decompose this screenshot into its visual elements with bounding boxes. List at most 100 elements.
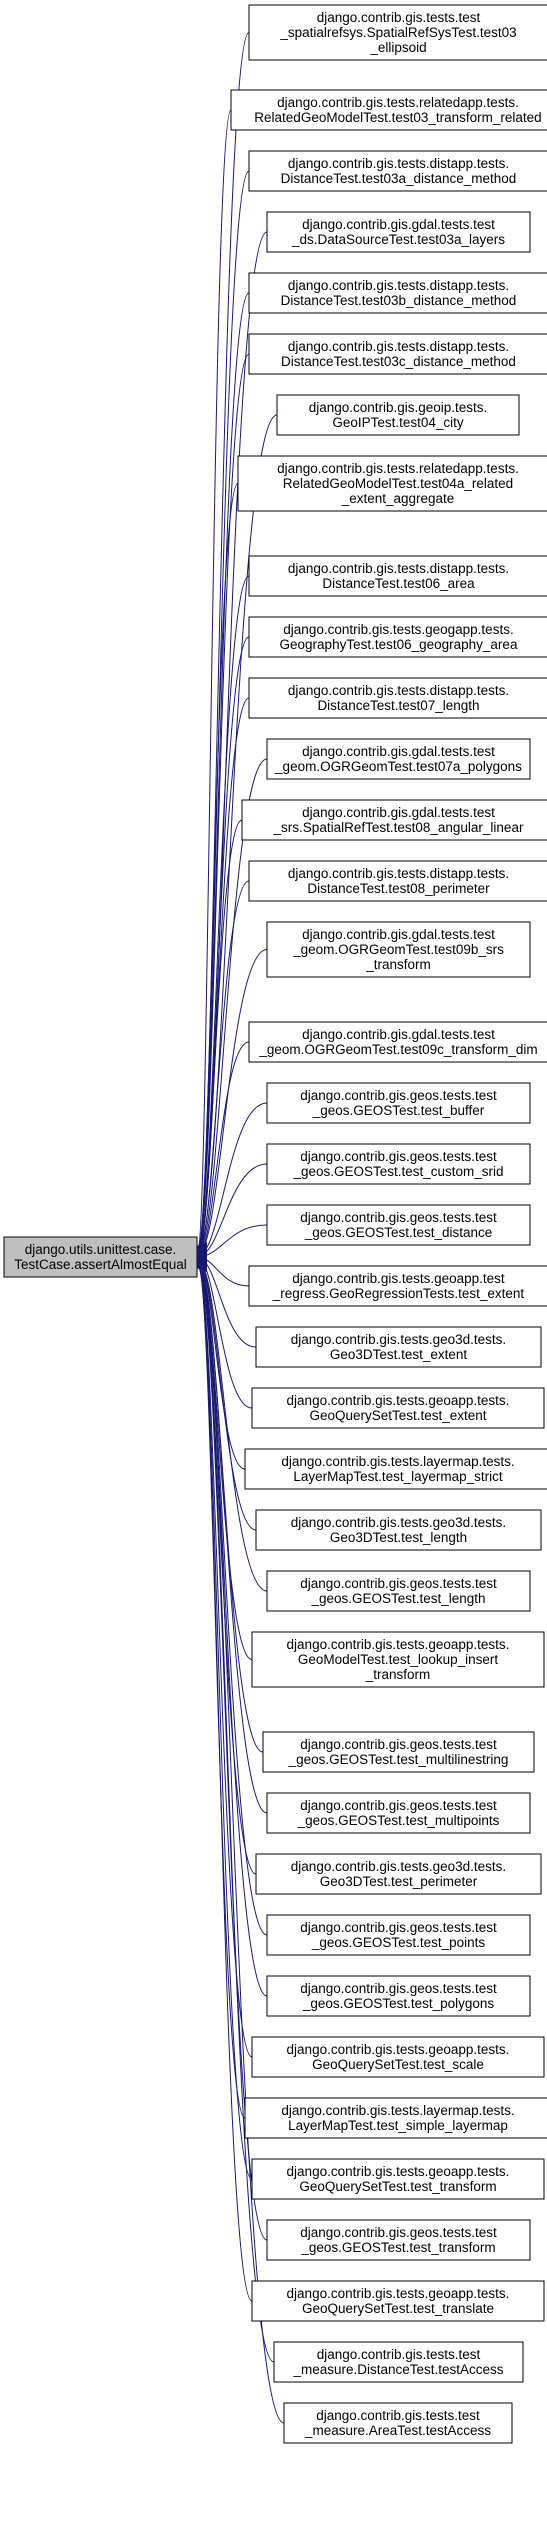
- caller-node[interactable]: django.contrib.gis.tests.test_measure.Di…: [273, 2341, 524, 2383]
- caller-node[interactable]: django.contrib.gis.tests.test_measure.Ar…: [283, 2402, 513, 2444]
- caller-node-label-line: django.contrib.gis.gdal.tests.test: [302, 744, 495, 759]
- caller-node-label-line: django.contrib.gis.gdal.tests.test: [302, 805, 495, 820]
- caller-node[interactable]: django.contrib.gis.tests.geoapp.tests.Ge…: [251, 2158, 545, 2200]
- caller-node-box: [251, 1631, 545, 1688]
- caller-node-label-line: _extent_aggregate: [341, 491, 455, 506]
- caller-node[interactable]: django.contrib.gis.tests.distapp.tests.D…: [248, 555, 547, 597]
- caller-node-label-line: django.contrib.gis.geos.tests.test: [300, 1798, 497, 1813]
- call-edge: [197, 1224, 268, 1261]
- caller-node[interactable]: django.contrib.gis.gdal.tests.test_geom.…: [266, 738, 531, 780]
- caller-node[interactable]: django.contrib.gis.geos.tests.test_geos.…: [266, 1570, 531, 1612]
- caller-node-box: [255, 1509, 542, 1551]
- caller-node[interactable]: django.contrib.gis.tests.geoapp.tests.Ge…: [251, 1387, 545, 1429]
- caller-node-label-line: django.contrib.gis.tests.distapp.tests.: [288, 683, 509, 698]
- caller-node[interactable]: django.contrib.gis.tests.geoapp.tests.Ge…: [251, 1631, 545, 1688]
- call-edge: [197, 1041, 250, 1259]
- caller-node-label-line: _geos.GEOSTest.test_points: [311, 1935, 486, 1950]
- caller-node[interactable]: django.contrib.gis.geos.tests.test_geos.…: [262, 1731, 535, 1773]
- caller-node[interactable]: django.contrib.gis.geos.tests.test_geos.…: [266, 1792, 531, 1834]
- caller-node-label-line: DistanceTest.test03b_distance_method: [281, 293, 517, 308]
- caller-node-box: [248, 860, 547, 902]
- call-edge: [197, 1262, 253, 2180]
- edges: [197, 32, 285, 2424]
- call-edge: [197, 1259, 268, 1936]
- target-node[interactable]: django.utils.unittest.case.TestCase.asse…: [3, 1236, 198, 1278]
- caller-node-label-line: django.contrib.gis.tests.geo3d.tests.: [291, 1515, 506, 1530]
- caller-node-label-line: _geos.GEOSTest.test_distance: [304, 1225, 493, 1240]
- caller-node[interactable]: django.contrib.gis.tests.distapp.tests.D…: [248, 860, 547, 902]
- caller-node-label-line: django.contrib.gis.geos.tests.test: [300, 1088, 497, 1103]
- caller-node-label-line: DistanceTest.test03c_distance_method: [281, 354, 516, 369]
- caller-node-label-line: _geos.GEOSTest.test_buffer: [312, 1103, 485, 1118]
- call-edge: [197, 1264, 285, 2424]
- call-edge: [197, 1163, 268, 1261]
- caller-node-label-line: django.contrib.gis.tests.test: [316, 2408, 480, 2423]
- caller-node[interactable]: django.contrib.gis.tests.geo3d.tests.Geo…: [255, 1509, 542, 1551]
- caller-node[interactable]: django.contrib.gis.geos.tests.test_geos.…: [266, 1082, 531, 1124]
- caller-node[interactable]: django.contrib.gis.tests.test_spatialref…: [248, 4, 547, 61]
- caller-node-label-line: _spatialrefsys.SpatialRefSysTest.test03: [279, 25, 516, 40]
- caller-node[interactable]: django.contrib.gis.tests.geoapp.tests.Ge…: [251, 2280, 545, 2322]
- caller-node[interactable]: django.contrib.gis.geos.tests.test_geos.…: [266, 1975, 531, 2017]
- caller-node-label-line: django.contrib.gis.tests.distapp.tests.: [288, 339, 509, 354]
- caller-node[interactable]: django.contrib.gis.gdal.tests.test_srs.S…: [241, 799, 547, 841]
- caller-node-label-line: Geo3DTest.test_extent: [330, 1347, 468, 1362]
- caller-node-label-line: _transform: [365, 957, 431, 972]
- call-edge: [197, 109, 232, 1250]
- caller-node[interactable]: django.contrib.gis.tests.geoapp.test_reg…: [248, 1265, 547, 1307]
- caller-node[interactable]: django.contrib.gis.tests.relatedapp.test…: [237, 455, 547, 512]
- nodes: django.utils.unittest.case.TestCase.asse…: [3, 4, 547, 2444]
- caller-node[interactable]: django.contrib.gis.tests.geo3d.tests.Geo…: [255, 1326, 542, 1368]
- caller-node-box: [237, 455, 547, 512]
- call-edge: [197, 758, 268, 1257]
- caller-node[interactable]: django.contrib.gis.tests.layermap.tests.…: [244, 2097, 547, 2139]
- caller-node-box: [248, 333, 547, 375]
- caller-node-box: [255, 1326, 542, 1368]
- caller-node[interactable]: django.contrib.gis.tests.relatedapp.test…: [230, 89, 547, 131]
- caller-node-label-line: GeoIPTest.test04_city: [332, 415, 464, 430]
- caller-node-box: [283, 2402, 513, 2444]
- caller-node-box: [244, 1448, 547, 1490]
- caller-node[interactable]: django.contrib.gis.tests.distapp.tests.D…: [248, 272, 547, 314]
- caller-node-label-line: django.contrib.gis.geos.tests.test: [300, 1920, 497, 1935]
- caller-node-label-line: django.contrib.gis.gdal.tests.test: [302, 217, 495, 232]
- call-edge: [197, 819, 243, 1257]
- caller-node-box: [266, 1914, 531, 1956]
- caller-node-label-line: RelatedGeoModelTest.test03_transform_rel…: [254, 110, 541, 125]
- caller-node-label-line: django.contrib.gis.tests.geoapp.test: [292, 1271, 505, 1286]
- call-edge: [197, 880, 250, 1258]
- caller-node-label-line: _geom.OGRGeomTest.test09c_transform_dim: [258, 1042, 537, 1057]
- caller-node-box: [251, 2280, 545, 2322]
- caller-node[interactable]: django.contrib.gis.tests.geogapp.tests.G…: [248, 616, 547, 658]
- caller-node[interactable]: django.contrib.gis.geoip.tests.GeoIPTest…: [276, 394, 520, 436]
- caller-node-box: [230, 89, 547, 131]
- caller-node[interactable]: django.contrib.gis.tests.distapp.tests.D…: [248, 677, 547, 719]
- caller-node[interactable]: django.contrib.gis.tests.layermap.tests.…: [244, 1448, 547, 1490]
- caller-node-label-line: django.contrib.gis.tests.geogapp.tests.: [283, 622, 513, 637]
- caller-node[interactable]: django.contrib.gis.tests.distapp.tests.D…: [248, 150, 547, 192]
- caller-node-label-line: django.contrib.gis.tests.geo3d.tests.: [291, 1859, 506, 1874]
- caller-node[interactable]: django.contrib.gis.tests.geo3d.tests.Geo…: [255, 1853, 542, 1895]
- caller-node[interactable]: django.contrib.gis.tests.geoapp.tests.Ge…: [251, 2036, 545, 2078]
- caller-node[interactable]: django.contrib.gis.gdal.tests.test_ds.Da…: [266, 211, 531, 253]
- caller-node-label-line: _ds.DataSourceTest.test03a_layers: [291, 232, 505, 247]
- caller-node-box: [248, 4, 547, 61]
- caller-node-box: [248, 1265, 547, 1307]
- caller-node-box: [262, 1731, 535, 1773]
- caller-node[interactable]: django.contrib.gis.tests.distapp.tests.D…: [248, 333, 547, 375]
- call-edge: [197, 483, 239, 1254]
- call-edge: [197, 1256, 268, 1592]
- caller-node[interactable]: django.contrib.gis.geos.tests.test_geos.…: [266, 1914, 531, 1956]
- caller-node[interactable]: django.contrib.gis.gdal.tests.test_geom.…: [248, 1021, 547, 1063]
- caller-node-label-line: django.contrib.gis.tests.distapp.tests.: [288, 278, 509, 293]
- caller-node[interactable]: django.contrib.gis.geos.tests.test_geos.…: [266, 1204, 531, 1246]
- caller-node-label-line: _geos.GEOSTest.test_custom_srid: [292, 1164, 503, 1179]
- caller-node[interactable]: django.contrib.gis.geos.tests.test_geos.…: [266, 1143, 531, 1185]
- caller-node-box: [244, 2097, 547, 2139]
- call-edge: [197, 1255, 257, 1531]
- caller-node-label-line: _ellipsoid: [369, 40, 426, 55]
- caller-node[interactable]: django.contrib.gis.geos.tests.test_geos.…: [266, 2219, 531, 2261]
- target-node-label-line: django.utils.unittest.case.: [25, 1242, 177, 1257]
- caller-node[interactable]: django.contrib.gis.gdal.tests.test_geom.…: [266, 921, 531, 978]
